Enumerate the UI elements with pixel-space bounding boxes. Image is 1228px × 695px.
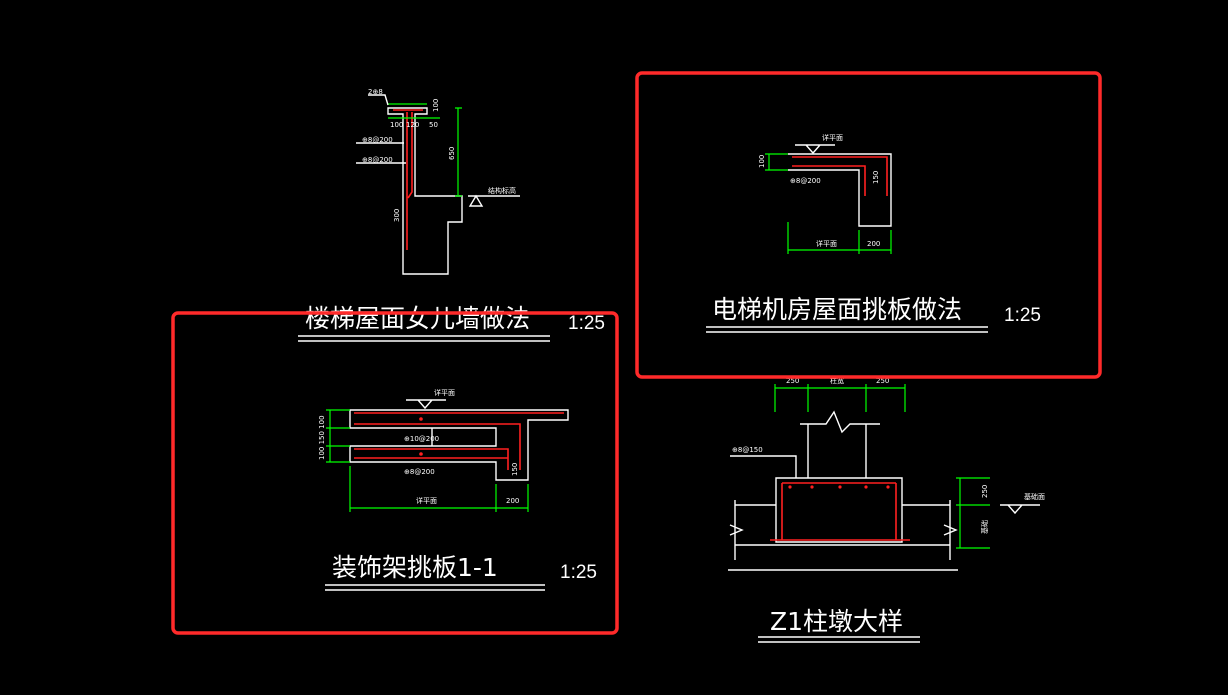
pier-h2: 基础 [980,520,989,534]
deco-level-symbol [406,399,446,410]
parapet-title: 楼梯屋面女儿墙做法 [305,304,530,333]
detail-decorative-slab: 详平面 100 150 100 ⊕10@200 ⊕8@200 150 详平面 2… [318,388,597,591]
parapet-height: 650 [448,147,456,160]
elevator-scale: 1:25 [1004,305,1041,326]
parapet-rebar [393,109,423,250]
pier-rebar-dot [810,485,814,489]
pier-level: 基础面 [1024,492,1045,501]
pier-outline [735,477,950,546]
parapet-dims [388,103,462,197]
parapet-scale: 1:25 [568,313,605,334]
deco-rebar-dot [419,452,423,456]
pier-title: Z1柱墩大样 [770,607,903,636]
parapet-rebar2: ⊕8@200 [362,156,393,164]
pier-left: 250 [786,377,799,385]
elevator-slab-rebar [792,156,888,196]
elevator-title: 电梯机房屋面挑板做法 [712,295,962,324]
deco-level: 详平面 [434,388,455,397]
deco-rebar1: ⊕10@200 [404,435,439,443]
parapet-level: 结构标高 [488,186,516,195]
parapet-leaders [356,94,520,207]
deco-span: 详平面 [416,496,437,505]
parapet-top-bar: 2⊕8 [368,88,383,96]
pier-rebar-dot [886,485,890,489]
parapet-d4: 100 [432,99,440,112]
parapet-d3: 50 [429,121,438,129]
deco-scale: 1:25 [560,562,597,583]
elevator-depth: 150 [872,171,880,184]
deco-slab-outline [349,409,569,481]
deco-width: 200 [506,497,519,505]
detail-column-pier: 250 柱宽 250 ⊕8@150 250 基础 基础面 Z1柱墩大样 [728,376,1045,643]
parapet-d2: 120 [406,121,419,129]
deco-rebar2: ⊕8@200 [404,468,435,476]
pier-h1: 250 [981,485,989,498]
elevator-rebar: ⊕8@200 [790,177,821,185]
parapet-outline [387,107,463,275]
elevator-slab-dims [765,153,892,254]
detail-parapet: 2⊕8 100 120 50 100 650 ⊕8@200 ⊕8@200 300… [298,88,605,342]
elevator-slab-outline [788,153,892,227]
detail-elevator-slab: 详平面 100 ⊕8@200 150 详平面 200 电梯机房屋面挑板做法 1:… [706,133,1041,333]
pier-rebar-dot [864,485,868,489]
parapet-rebar1: ⊕8@200 [362,136,393,144]
deco-slab-rebar [354,412,564,470]
pier-column-outline [800,410,880,478]
highlight-box-decorative [171,311,619,635]
pier-rebar-dot [838,485,842,489]
elevator-level: 详平面 [822,133,843,142]
pier-rebar [770,482,910,541]
pier-rebar-dot [788,485,792,489]
elevator-span: 详平面 [816,239,837,248]
deco-slab-dims [326,409,529,512]
pier-rebar-label: ⊕8@150 [732,446,763,454]
elevator-level-symbol [795,144,835,155]
parapet-low: 300 [393,209,401,222]
pier-leaders [730,455,1040,515]
deco-depth: 150 [511,463,519,476]
pier-break-lines [728,500,958,571]
pier-mid: 柱宽 [830,376,844,385]
highlight-box-elevator [635,71,1102,379]
deco-rebar-dot [419,417,423,421]
pier-dims [774,384,990,549]
elevator-width: 200 [867,240,880,248]
elevator-thk: 100 [758,155,766,168]
deco-thk: 100 150 100 [318,415,326,460]
deco-title: 装饰架挑板1-1 [332,553,498,582]
pier-right: 250 [876,377,889,385]
parapet-d1: 100 [390,121,403,129]
